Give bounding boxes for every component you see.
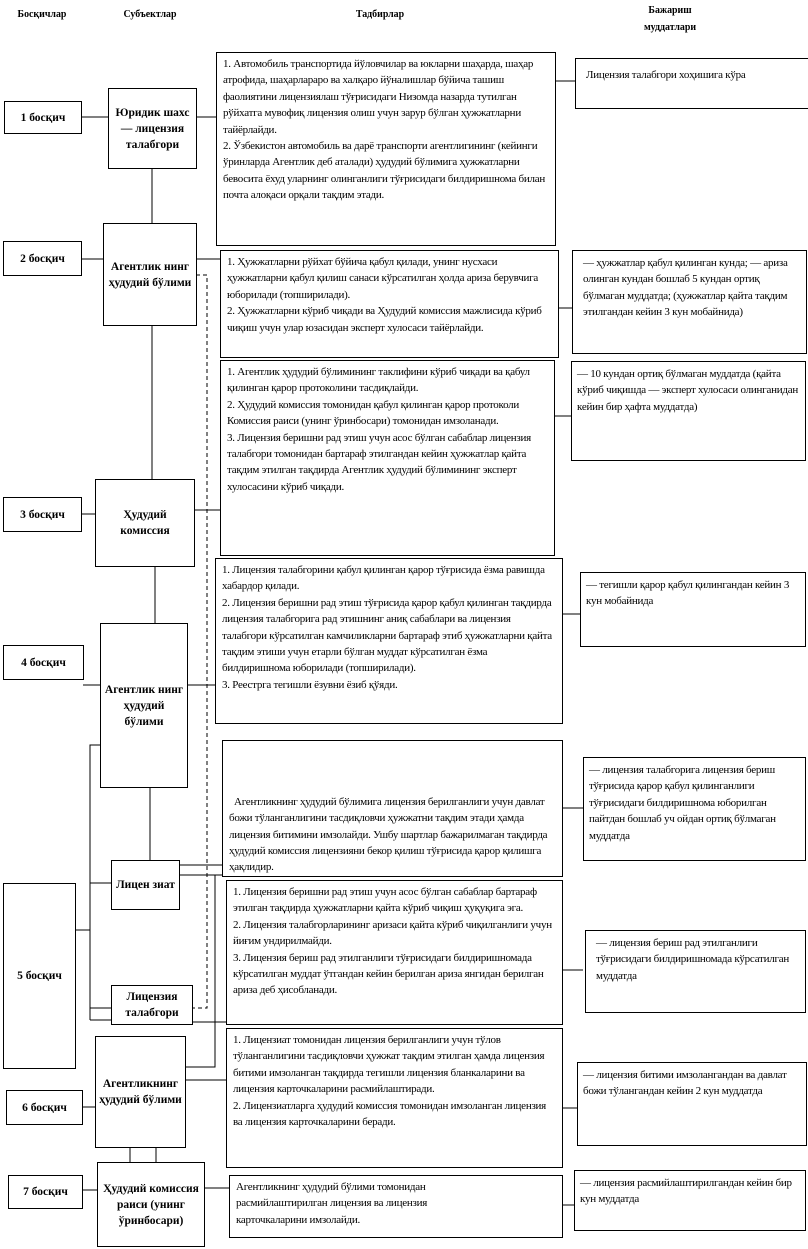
stage-5: 5 босқич <box>3 883 76 1069</box>
action-item: Агентликнинг ҳудудий бўлими томонидан ра… <box>236 1181 428 1226</box>
action-item: 1. Лицензия беришни рад этиш учун асос б… <box>233 886 537 915</box>
header-stages: Босқичлар <box>17 8 67 20</box>
term-box-2: — ҳужжатлар қабул қилинган кунда; — ариз… <box>572 250 807 354</box>
action-item: 2. Ҳужжатларни кўриб чиқади ва Ҳудудий к… <box>227 305 542 334</box>
term-box-6: — лицензия бериш рад этилганлиги тўғриси… <box>585 930 806 1013</box>
action-item: 2. Лицензия талабгорларининг аризаси қай… <box>233 918 552 948</box>
action-box-4: 1. Лицензия талабгорини қабул қилинган қ… <box>215 558 563 724</box>
stage-4: 4 босқич <box>3 645 84 680</box>
subject-agency-regional-office: Агентлик нинг ҳудудий бўлими <box>103 223 197 326</box>
action-item: 3. Лицензия бериш рад этилганлиги тўғрис… <box>233 951 544 997</box>
subject-licensee: Лицен зиат <box>111 860 180 910</box>
action-item: 1. Лицензия талабгорини қабул қилинган қ… <box>222 564 545 593</box>
action-item: 1. Автомобиль транспортида йўловчилар ва… <box>223 58 534 136</box>
action-item: Агентликнинг ҳудудий бўлимига лицензия б… <box>229 795 550 874</box>
action-item: 1. Агентлик ҳудудий бўлимининг таклифини… <box>227 366 530 395</box>
action-item: 1. Ҳужжатларни рўйхат бўйича қабул қилад… <box>227 256 539 301</box>
term-box-5: — лицензия талабгорига лицензия бериш тў… <box>583 757 806 861</box>
stage-6: 6 босқич <box>6 1090 83 1125</box>
stage-1: 1 босқич <box>4 101 82 134</box>
action-item: 2. Ҳудудий комиссия томонидан қабул қили… <box>227 398 520 428</box>
action-box-2: 1. Ҳужжатларни рўйхат бўйича қабул қилад… <box>220 250 559 358</box>
stage-2: 2 босқич <box>3 241 82 276</box>
action-item: 2. Лицензия беришни рад этиш тўғрисида қ… <box>222 596 552 675</box>
action-box-3: 1. Агентлик ҳудудий бўлимининг таклифини… <box>220 360 555 556</box>
subject-applicant: Лицензия талабгори <box>111 985 193 1025</box>
subject-agency-regional-office-2: Агентлик нинг ҳудудий бўлими <box>100 623 188 788</box>
action-box-5: Агентликнинг ҳудудий бўлимига лицензия б… <box>222 740 563 877</box>
subject-commission-chairman: Ҳудудий комиссия раиси (унинг ўринбосари… <box>97 1162 205 1247</box>
action-box-1: 1. Автомобиль транспортида йўловчилар ва… <box>216 52 556 246</box>
term-box-4: — тегишли қарор қабул қилингандан кейин … <box>580 572 806 647</box>
term-box-8: — лицензия расмийлаштирилгандан кейин би… <box>574 1170 806 1231</box>
subject-applicant-legal-entity: Юридик шахс — лицензия талабгори <box>108 88 197 169</box>
action-item: 3. Реестрга тегишли ёзувни ёзиб қўяди. <box>222 678 398 691</box>
action-box-6: 1. Лицензия беришни рад этиш учун асос б… <box>226 880 563 1025</box>
action-item: 1. Лицензиат томонидан лицензия берилган… <box>233 1034 545 1096</box>
subject-regional-commission: Ҳудудий комиссия <box>95 479 195 567</box>
term-box-1: Лицензия талабгори хоҳишига кўра <box>575 58 808 109</box>
action-item: 3. Лицензия беришни рад этиш учун асос б… <box>227 431 531 493</box>
header-subjects: Субъектлар <box>123 8 177 20</box>
header-terms: Бажариш муддатлари <box>643 4 697 33</box>
action-box-8: Агентликнинг ҳудудий бўлими томонидан ра… <box>229 1175 563 1238</box>
stage-3: 3 босқич <box>3 497 82 532</box>
action-item: 2. Ўзбекистон автомобиль ва дарё транспо… <box>223 140 546 202</box>
header-actions: Тадбирлар <box>355 8 405 20</box>
subject-agency-regional-office-3: Агентликнинг ҳудудий бўлими <box>95 1036 186 1148</box>
action-box-7: 1. Лицензиат томонидан лицензия берилган… <box>226 1028 563 1168</box>
stage-7: 7 босқич <box>8 1175 83 1209</box>
action-item: 2. Лицензиатларга ҳудудий комиссия томон… <box>233 1099 546 1129</box>
term-box-3: — 10 кундан ортиқ бўлмаган муддатда (қай… <box>571 361 806 461</box>
term-box-7: — лицензия битими имзолангандан ва давла… <box>577 1062 807 1146</box>
